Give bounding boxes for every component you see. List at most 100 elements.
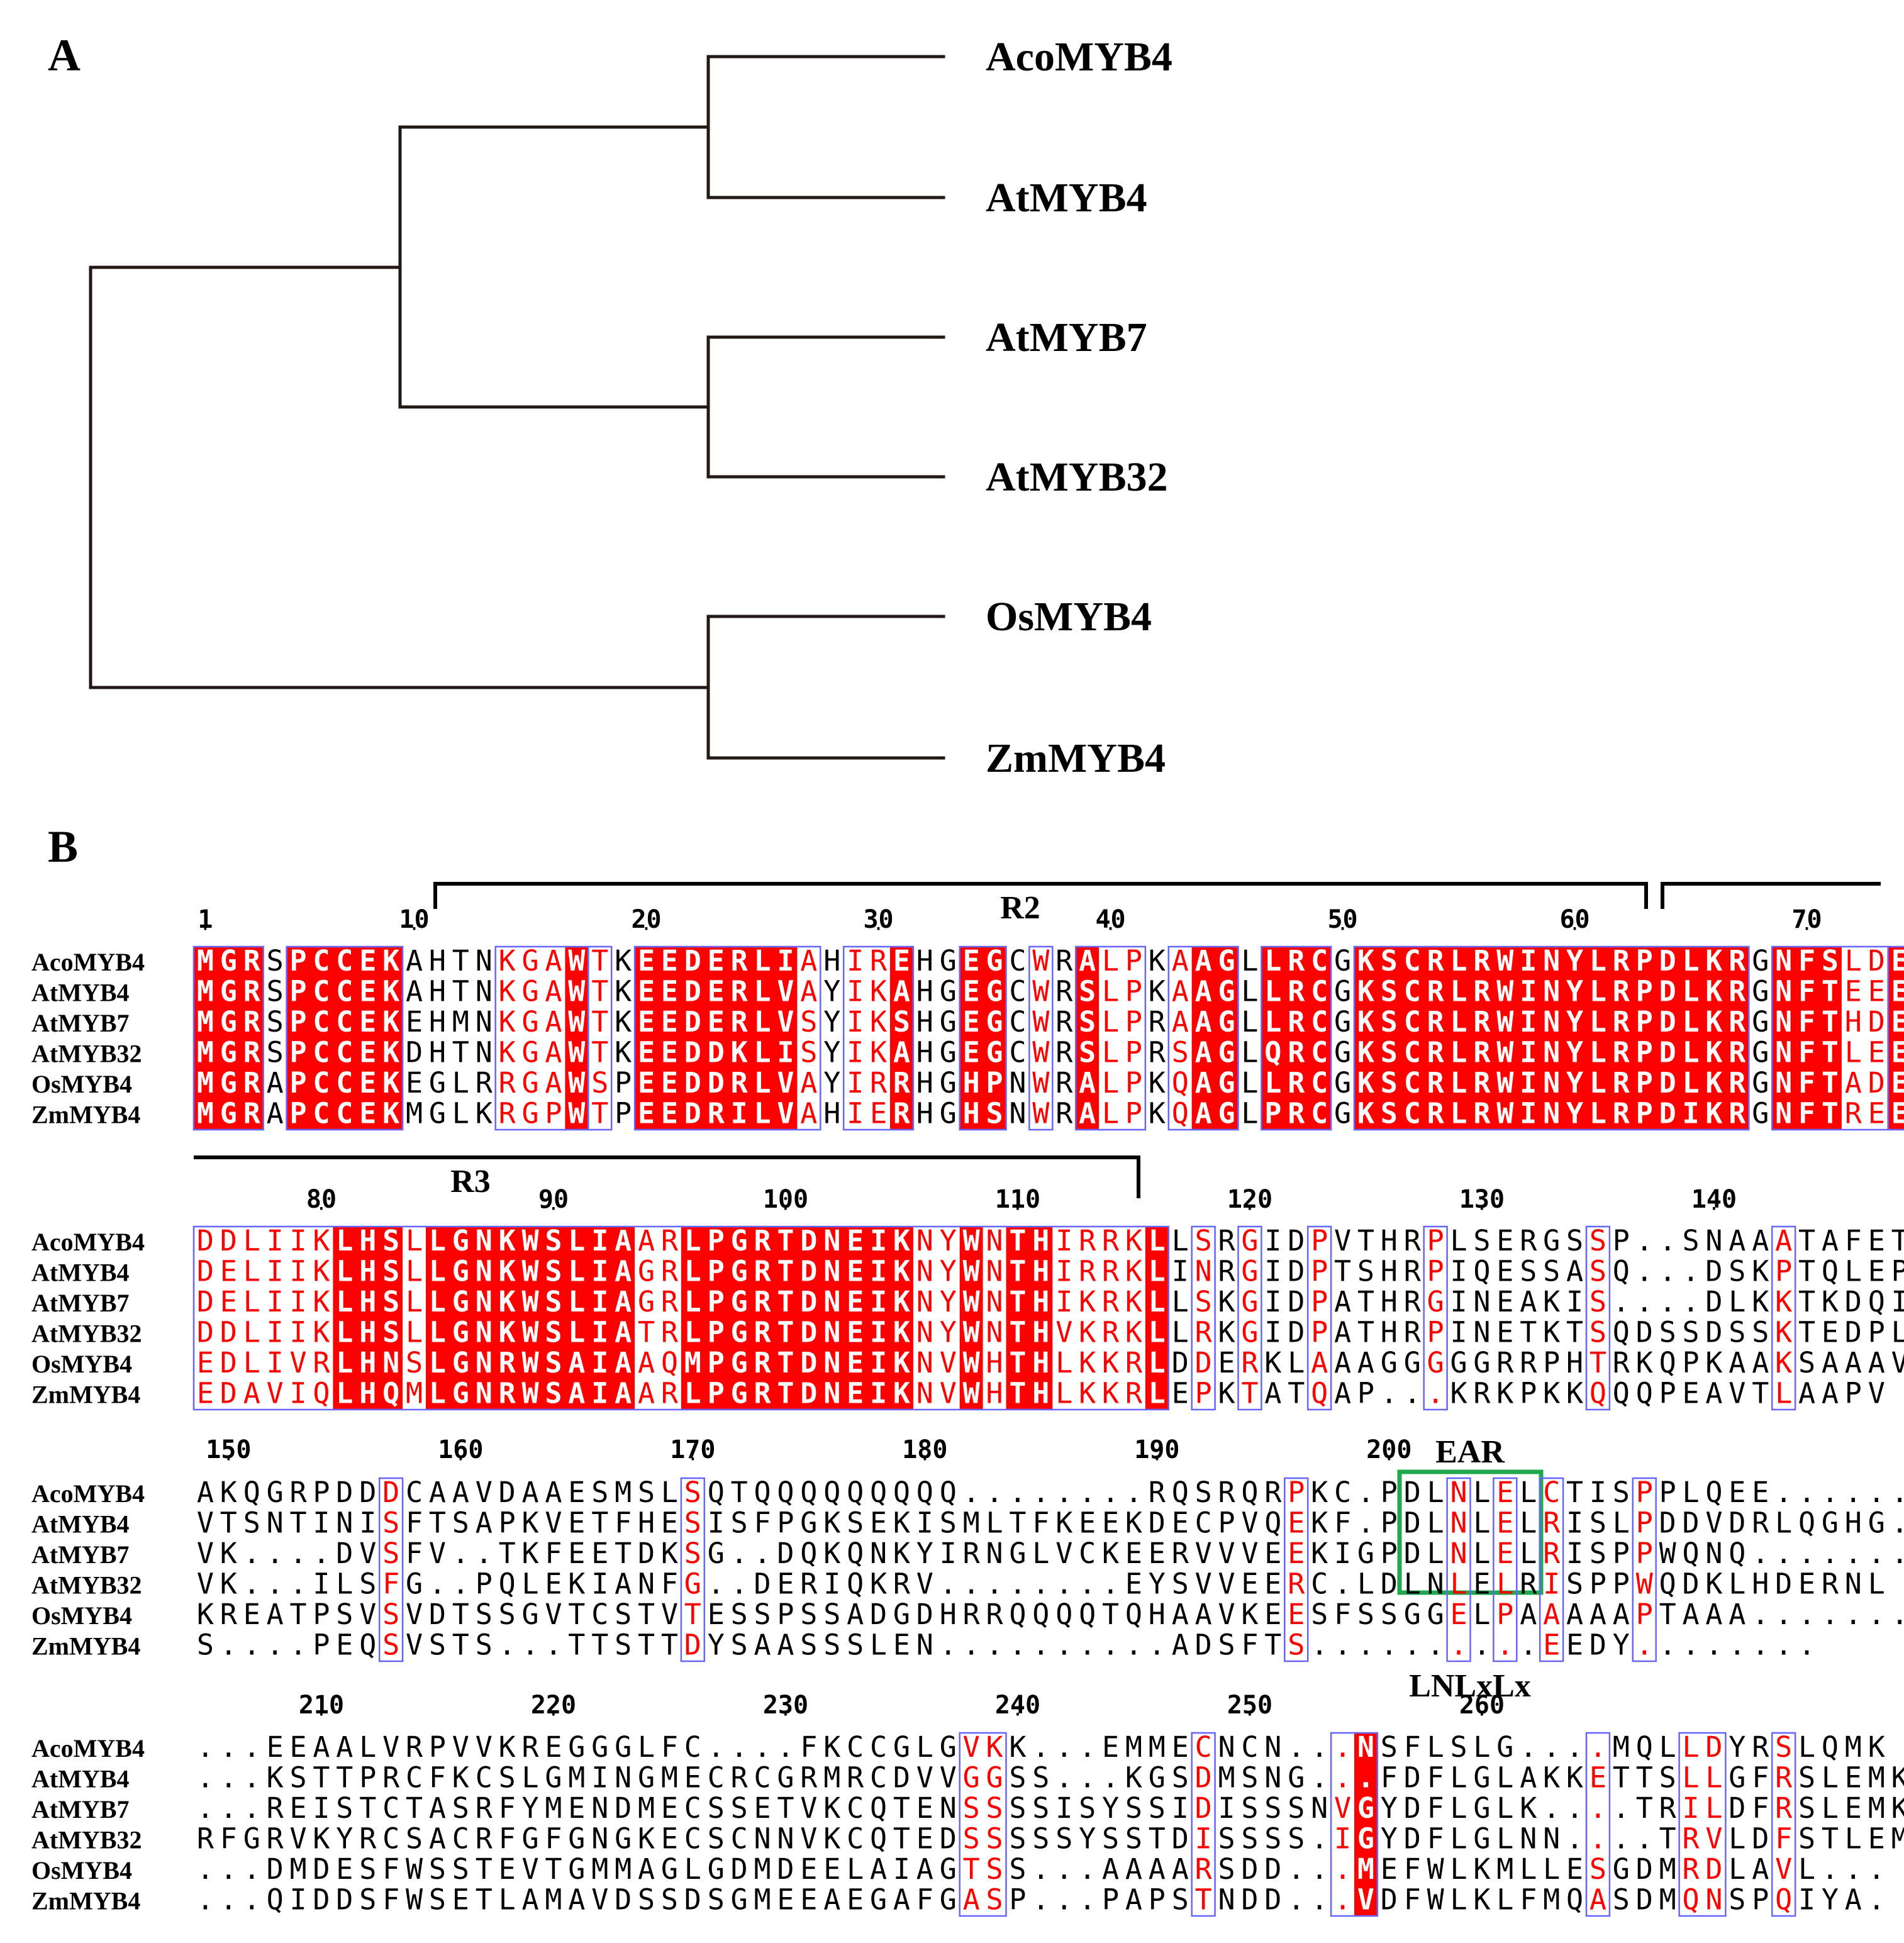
residue: E <box>359 1005 376 1038</box>
residue: E <box>1496 1476 1513 1509</box>
residue: S <box>1589 1852 1606 1886</box>
residue: E <box>1149 1537 1166 1570</box>
residue: K <box>499 1285 516 1318</box>
residue: . <box>1775 1598 1792 1631</box>
residue: I <box>1520 1005 1537 1038</box>
residue: E <box>1288 1506 1305 1539</box>
residue: E <box>916 1822 933 1855</box>
residue: S <box>1288 1822 1305 1855</box>
residue: K <box>823 1791 840 1825</box>
residue: N <box>1311 1791 1328 1825</box>
position-tick: · <box>548 1198 559 1220</box>
residue: L <box>1683 1476 1700 1509</box>
residue: T <box>638 1315 655 1349</box>
residue: S <box>1172 1761 1189 1794</box>
residue: L <box>1589 1035 1606 1069</box>
residue: M <box>290 1852 307 1886</box>
residue: S <box>1450 1730 1467 1764</box>
sequence-name: AtMYB7 <box>31 1009 130 1037</box>
residue: S <box>452 1506 469 1539</box>
residue: R <box>522 1730 540 1764</box>
residue: I <box>591 1346 608 1379</box>
residue: R <box>243 1005 261 1038</box>
residue: K <box>313 1224 330 1257</box>
residue: L <box>1149 1224 1166 1257</box>
residue: K <box>313 1315 330 1349</box>
residue: L <box>1241 944 1258 977</box>
position-tick: · <box>1012 1704 1023 1726</box>
position-number: 80 <box>306 1185 337 1214</box>
residue: E <box>1496 1224 1513 1257</box>
residue: K <box>499 1730 516 1764</box>
residue: K <box>1241 1598 1258 1631</box>
residue: K <box>522 1506 539 1539</box>
residue: L <box>1149 1315 1166 1349</box>
residue: A <box>545 974 562 1008</box>
residue: G <box>1241 1285 1258 1318</box>
residue: N <box>916 1346 933 1379</box>
residue: Y <box>1381 1791 1398 1825</box>
residue: E <box>568 1506 585 1539</box>
residue: V <box>1334 1224 1351 1257</box>
residue: . <box>522 1628 539 1661</box>
similar-column-box <box>1632 1477 1657 1662</box>
residue: P <box>1311 1285 1328 1318</box>
residue: S <box>382 1224 399 1257</box>
residue: V <box>429 1537 446 1570</box>
residue: T <box>1659 1822 1676 1855</box>
residue: F <box>1520 1883 1537 1916</box>
residue: L <box>1705 1791 1722 1825</box>
residue: I <box>1055 1791 1072 1825</box>
residue: P <box>476 1567 493 1600</box>
residue: A <box>406 974 423 1008</box>
residue: T <box>1566 1315 1583 1349</box>
residue: L <box>1264 1066 1281 1100</box>
residue: I <box>870 1254 887 1288</box>
residue: D <box>336 1883 353 1916</box>
residue: T <box>406 1791 423 1825</box>
residue: E <box>220 1285 237 1318</box>
residue: I <box>1055 1224 1072 1257</box>
residue: Q <box>940 1476 957 1509</box>
residue: R <box>1102 1254 1120 1288</box>
residue: T <box>1009 1346 1026 1379</box>
residue: . <box>1102 1761 1119 1794</box>
residue: M <box>615 1476 632 1509</box>
residue: D <box>1659 1035 1676 1069</box>
residue: . <box>1102 1567 1119 1600</box>
residue: D <box>684 1628 701 1661</box>
identical-column-highlight <box>286 947 403 1130</box>
residue: R <box>963 1598 981 1631</box>
residue: R <box>220 1598 238 1631</box>
residue: S <box>963 1791 980 1825</box>
residue: S <box>1589 1506 1606 1539</box>
residue: G <box>522 1066 539 1100</box>
position-number: 230 <box>763 1691 808 1720</box>
residue: S <box>1032 1761 1049 1794</box>
residue: K <box>220 1537 237 1570</box>
residue: D <box>1868 944 1885 977</box>
residue: I <box>1520 1035 1537 1069</box>
residue: . <box>1705 1628 1722 1661</box>
residue: W <box>1427 1852 1445 1886</box>
residue: . <box>1079 1476 1096 1509</box>
residue: V <box>800 1822 817 1855</box>
residue: E <box>847 1883 864 1916</box>
residue: G <box>638 1761 655 1794</box>
residue: T <box>545 1852 562 1886</box>
residue: G <box>1868 1506 1885 1539</box>
residue: D <box>708 1066 725 1100</box>
residue: A <box>615 1315 632 1349</box>
residue: D <box>1659 974 1676 1008</box>
residue: E <box>290 1791 307 1825</box>
residue: I <box>591 1567 608 1600</box>
residue: G <box>220 1096 237 1130</box>
residue: V <box>1891 1346 1904 1379</box>
residue: F <box>800 1730 817 1764</box>
residue: C <box>731 1822 748 1855</box>
residue: K <box>1125 1315 1142 1349</box>
residue: R <box>1473 1066 1491 1100</box>
residue: . <box>1009 1567 1026 1600</box>
residue: A <box>1613 1598 1630 1631</box>
residue: A <box>1729 1224 1745 1257</box>
